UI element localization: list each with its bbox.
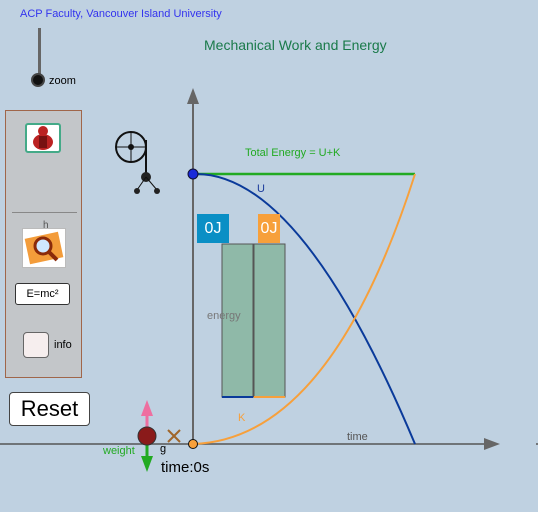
x-axis-arrow-icon <box>484 438 500 450</box>
potential-energy-bar <box>221 243 254 398</box>
person-button[interactable] <box>25 123 61 153</box>
info-checkbox[interactable] <box>23 332 49 358</box>
panel-divider <box>12 212 77 213</box>
magnify-icon <box>24 231 64 265</box>
kinetic-energy-value: 0J <box>258 214 280 243</box>
zoom-slider-track[interactable] <box>38 28 41 78</box>
magnify-button[interactable] <box>22 228 66 268</box>
potential-energy-curve <box>192 172 416 445</box>
zoom-slider-handle[interactable] <box>31 73 45 87</box>
info-label: info <box>54 339 72 351</box>
page-title: Mechanical Work and Energy <box>204 37 387 53</box>
y-axis-arrow-icon <box>187 88 199 104</box>
person-icon <box>33 126 53 150</box>
reset-button[interactable]: Reset <box>9 392 90 426</box>
height-label: h <box>43 220 49 231</box>
time-axis-label: time <box>347 431 368 443</box>
kinetic-curve-label: K <box>238 412 246 424</box>
credit-text: ACP Faculty, Vancouver Island University <box>20 8 222 20</box>
zoom-label: zoom <box>49 75 76 87</box>
energy-label: energy <box>207 310 241 322</box>
potential-curve-label: U <box>257 183 265 195</box>
ball-icon[interactable] <box>137 426 157 446</box>
pulley-icon[interactable] <box>115 131 160 194</box>
cross-marker-icon <box>167 429 181 443</box>
kinetic-energy-curve <box>192 173 416 445</box>
gravity-label: g <box>160 443 167 455</box>
time-readout: time:0s <box>161 459 210 476</box>
potential-start-point[interactable] <box>187 168 199 180</box>
total-energy-label: Total Energy = U+K <box>245 147 341 159</box>
kinetic-energy-bar <box>253 243 286 398</box>
time-point[interactable] <box>188 439 198 449</box>
potential-energy-value: 0J <box>197 214 229 243</box>
emc-button[interactable]: E=mc² <box>15 283 70 305</box>
weight-label: weight <box>103 445 135 457</box>
